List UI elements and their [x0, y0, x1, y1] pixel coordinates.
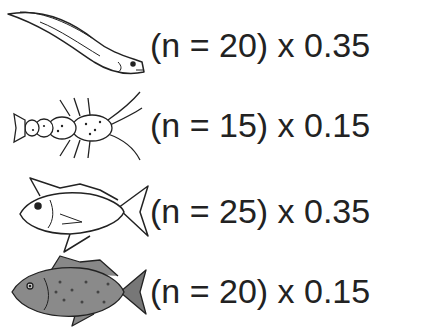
sample-label: (n = 25) x 0.35	[150, 192, 370, 231]
sample-label: (n = 15) x 0.15	[150, 106, 370, 145]
sample-label: (n = 20) x 0.15	[150, 272, 370, 311]
sample-label: (n = 20) x 0.35	[150, 26, 370, 65]
grouper-drawing	[12, 256, 146, 326]
eel-drawing	[8, 12, 144, 74]
lobster-drawing	[14, 92, 142, 160]
fish-drawing	[20, 178, 148, 252]
